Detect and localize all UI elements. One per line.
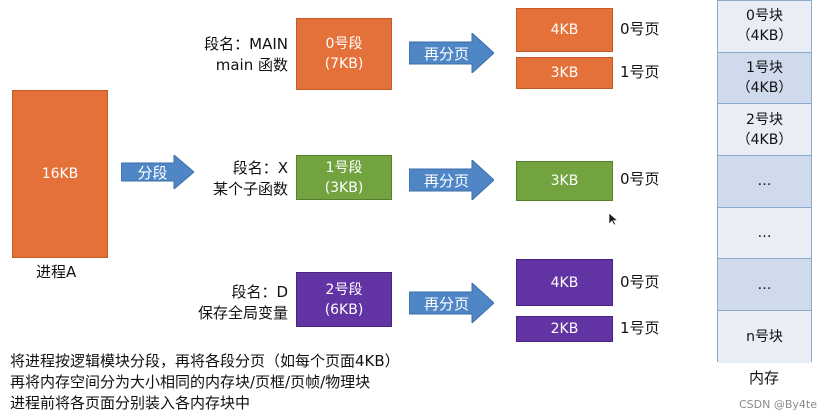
memory-block-3-line1: … — [757, 173, 772, 190]
segment-1-box-line2: (3KB) — [324, 179, 364, 196]
description-line-1: 将进程按逻辑模块分段，再将各段分页（如每个页面4KB） — [10, 352, 400, 370]
segment-0-page-0-size: 4KB — [550, 22, 579, 38]
memory-block-3: … — [718, 156, 811, 208]
segment-arrow-label: 分段 — [137, 163, 168, 182]
segment-2-page-1-size: 2KB — [550, 321, 579, 337]
segment-0-page-1: 3KB — [516, 57, 613, 89]
segment-1-page-0-size: 3KB — [550, 173, 579, 189]
segment-2-page-1: 2KB — [516, 316, 613, 342]
description-line-3: 进程前将各页面分别装入各内存块中 — [10, 394, 251, 412]
segment-0-box-line1: 0号段 — [325, 36, 363, 52]
segment-2-name: 段名：D 保存全局变量 — [150, 282, 288, 324]
segment-0-box-line2: (7KB) — [324, 56, 364, 72]
memory-column: 0号块 （4KB） 1号块 （4KB） 2号块 （4KB） … … … n号块 — [717, 0, 812, 363]
segment-1-name-line1: 段名：X — [232, 159, 288, 177]
segment-2-page-0-size: 4KB — [550, 274, 579, 291]
segment-0-page-0-label: 0号页 — [620, 20, 660, 38]
segment-arrow: 分段 — [121, 155, 194, 189]
page-arrow-0-label: 再分页 — [423, 44, 469, 63]
segment-2-name-line2: 保存全局变量 — [197, 304, 288, 322]
segment-0-box: 0号段 (7KB) — [296, 18, 392, 90]
segment-2-box-line2: (6KB) — [324, 301, 364, 318]
segment-1-page-0: 3KB — [516, 161, 613, 201]
segment-0-name-line2: main 函数 — [215, 56, 288, 74]
segment-1-page-0-label: 0号页 — [620, 170, 660, 188]
process-label: 进程A — [36, 263, 77, 281]
description-line-2: 再将内存空间分为大小相同的内存块/页框/页帧/物理块 — [10, 373, 371, 391]
description: 将进程按逻辑模块分段，再将各段分页（如每个页面4KB） 再将内存空间分为大小相同… — [10, 351, 400, 414]
memory-block-0: 0号块 （4KB） — [718, 1, 811, 53]
page-arrow-1: 再分页 — [409, 160, 494, 200]
segment-1-name: 段名：X 某个子函数 — [150, 158, 288, 200]
memory-block-4: … — [718, 207, 811, 260]
segment-2-page-0: 4KB — [516, 259, 613, 306]
memory-block-0-line1: 0号块 — [746, 8, 783, 25]
segment-2-box-line1: 2号段 — [325, 281, 363, 298]
mouse-cursor-icon — [608, 211, 619, 230]
page-arrow-1-label: 再分页 — [423, 171, 469, 190]
segment-1-box-line1: 1号段 — [325, 159, 363, 176]
memory-block-4-line1: … — [757, 225, 772, 242]
segment-2-page-1-label: 1号页 — [620, 319, 660, 337]
memory-block-2: 2号块 （4KB） — [718, 104, 811, 157]
segment-0-name: 段名：MAIN main 函数 — [150, 34, 288, 76]
page-arrow-2-label: 再分页 — [423, 294, 469, 313]
memory-label: 内存 — [749, 369, 780, 387]
segment-2-page-0-label: 0号页 — [620, 273, 660, 291]
watermark: CSDN @By4te — [739, 398, 817, 411]
memory-block-1-line1: 1号块 — [746, 60, 783, 77]
page-arrow-2: 再分页 — [409, 283, 494, 323]
memory-block-2-line2: （4KB） — [736, 131, 793, 148]
memory-block-1-line2: （4KB） — [736, 80, 793, 97]
segment-0-name-line1: 段名：MAIN — [204, 35, 288, 53]
memory-block-6-line1: n号块 — [746, 328, 783, 345]
segment-0-page-1-size: 3KB — [550, 65, 579, 81]
segment-1-name-line2: 某个子函数 — [212, 180, 288, 198]
memory-block-5: … — [718, 259, 811, 312]
segment-0-page-1-label: 1号页 — [620, 63, 660, 81]
memory-block-6: n号块 — [718, 311, 811, 363]
memory-block-2-line1: 2号块 — [746, 111, 783, 128]
memory-block-1: 1号块 （4KB） — [718, 52, 811, 105]
memory-block-5-line1: … — [757, 276, 772, 293]
segment-2-name-line1: 段名：D — [231, 283, 288, 301]
page-arrow-0: 再分页 — [409, 33, 494, 73]
segment-2-box: 2号段 (6KB) — [296, 272, 392, 327]
process-size: 16KB — [41, 166, 79, 182]
memory-block-0-line2: （4KB） — [736, 28, 793, 45]
process-box: 16KB — [12, 90, 108, 258]
segment-0-page-0: 4KB — [516, 8, 613, 52]
segment-1-box: 1号段 (3KB) — [296, 155, 392, 200]
